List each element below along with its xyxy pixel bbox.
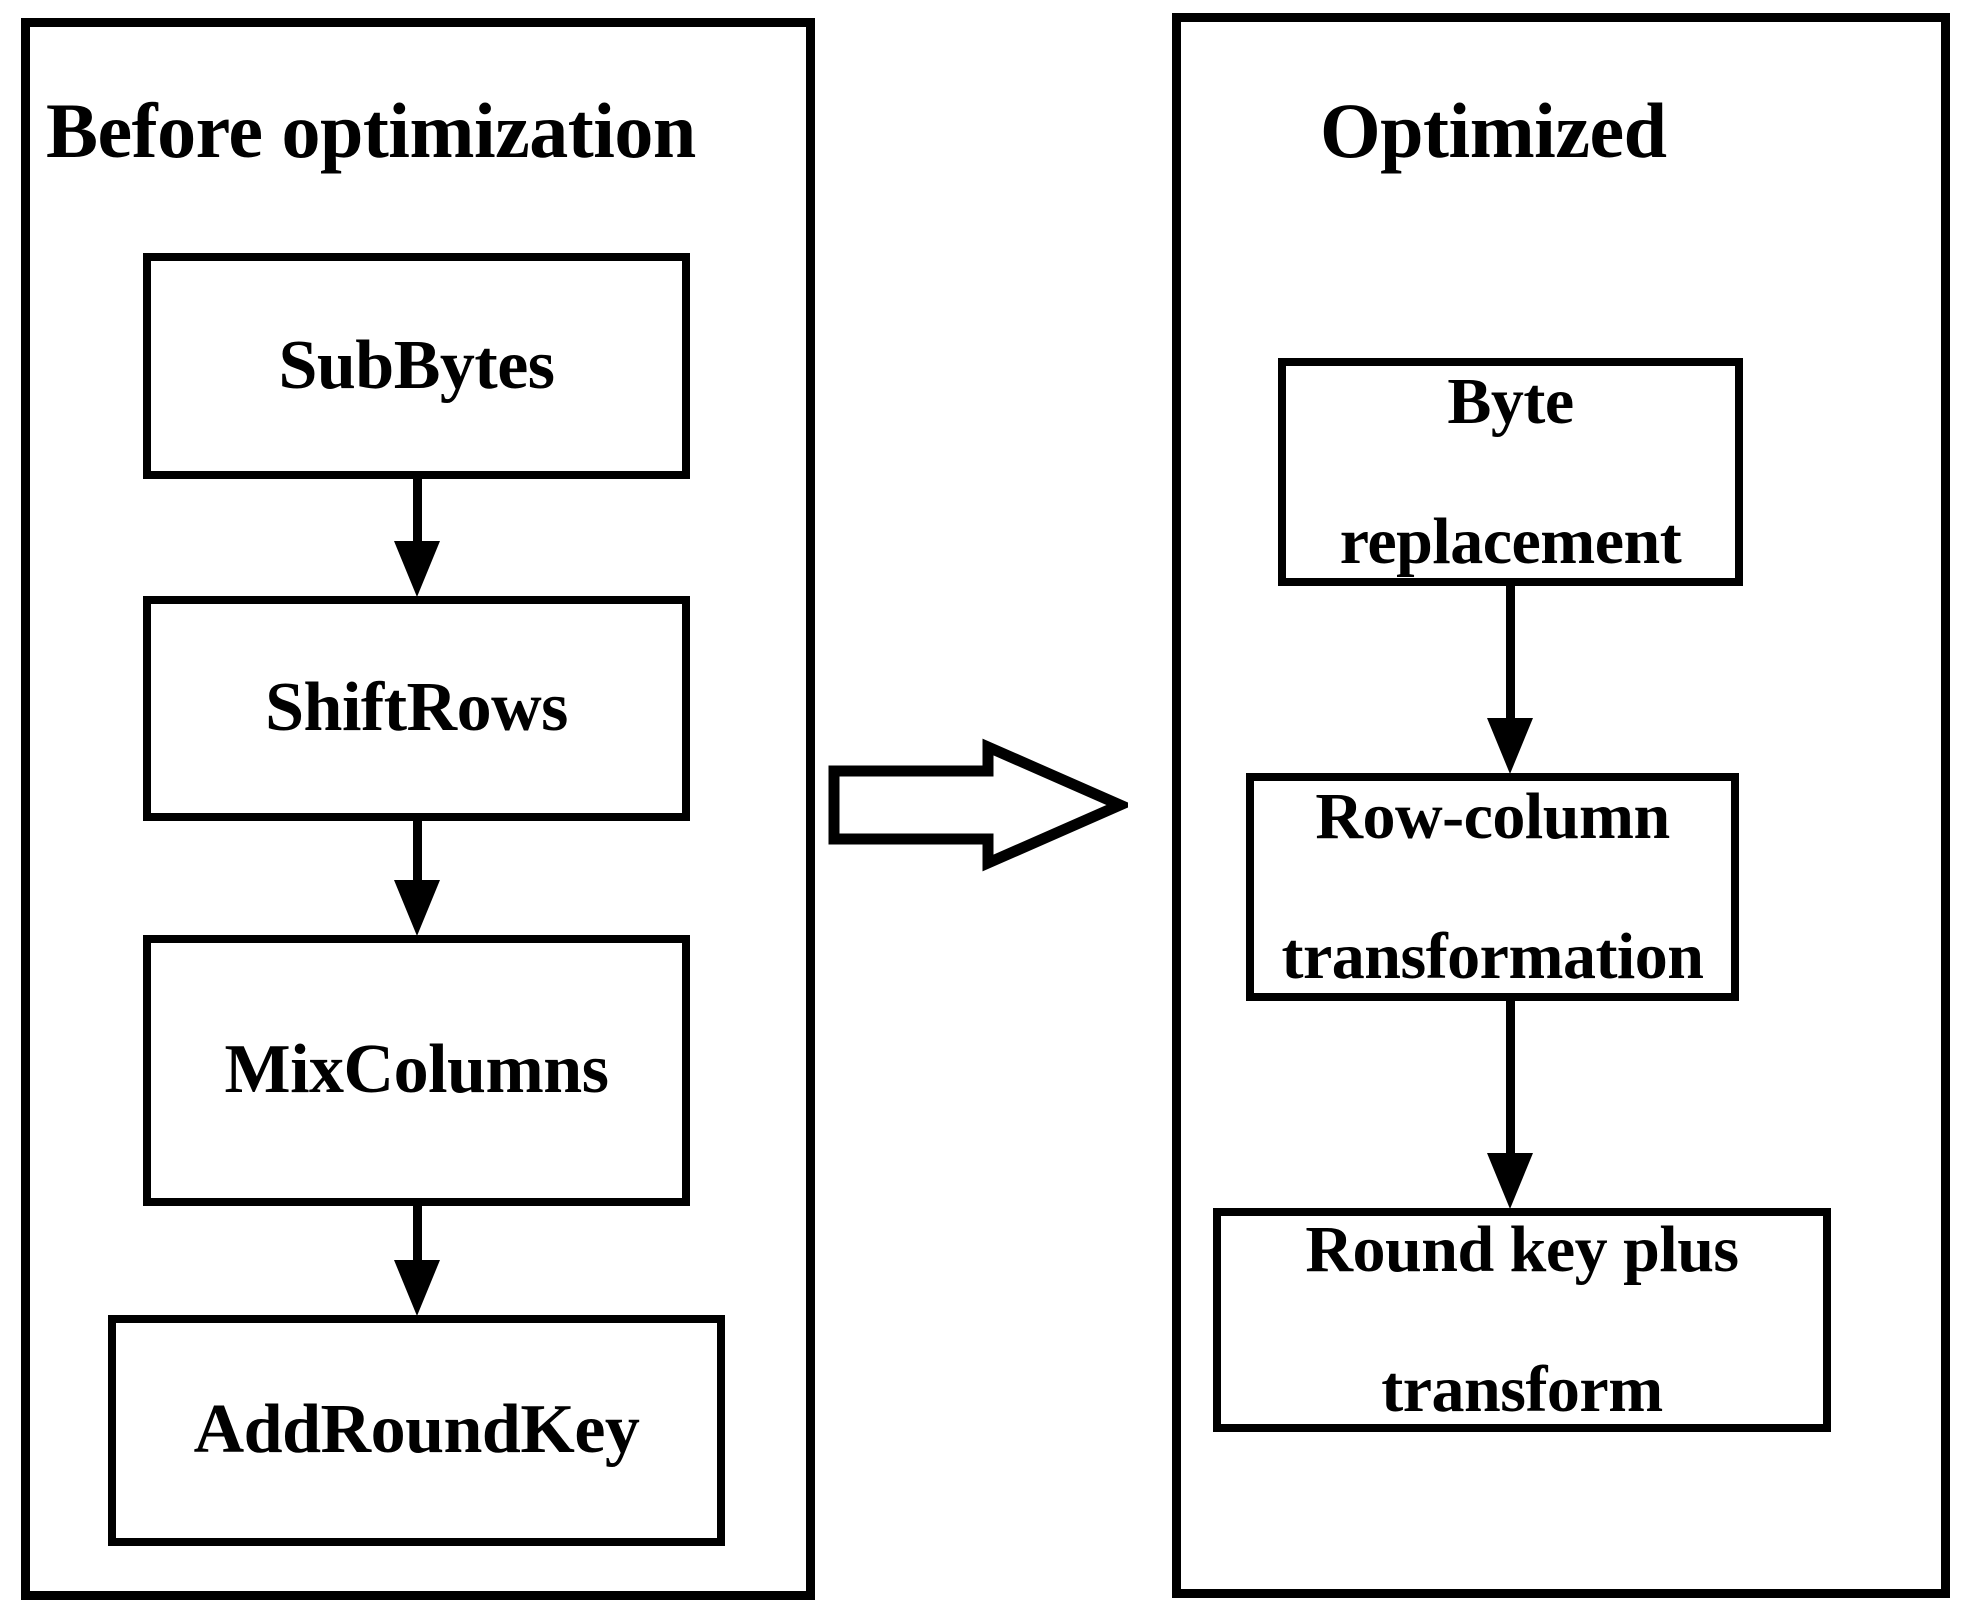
node-row-column-label-line1: Row-column: [1315, 780, 1670, 854]
block-arrow-right-icon: [828, 735, 1128, 875]
node-mixcolumns: MixColumns: [143, 935, 690, 1206]
node-subbytes-label: SubBytes: [278, 326, 555, 404]
arrow-shiftrows-to-mixcolumns: [382, 821, 452, 936]
arrow-shaft: [412, 821, 422, 882]
node-round-key-plus-transform: Round key plus transform: [1213, 1208, 1831, 1432]
node-round-key-label-line2: transform: [1381, 1352, 1663, 1426]
arrow-subbytes-to-shiftrows: [382, 479, 452, 597]
node-subbytes: SubBytes: [143, 253, 690, 479]
node-shiftrows: ShiftRows: [143, 596, 690, 821]
node-addroundkey: AddRoundKey: [108, 1315, 725, 1546]
node-byte-replacement-label: Byte replacement: [1324, 367, 1697, 577]
node-row-column-label: Row-column transformation: [1266, 782, 1720, 992]
arrow-head-down-icon: [1487, 1153, 1533, 1209]
node-round-key-label-line1: Round key plus: [1305, 1213, 1739, 1287]
arrow-head-down-icon: [394, 1260, 440, 1316]
arrow-byte-replacement-to-row-column: [1475, 586, 1545, 774]
arrow-shaft: [1505, 1001, 1515, 1155]
arrow-head-down-icon: [1487, 718, 1533, 774]
arrow-shaft: [412, 1206, 422, 1262]
panel-title-optimized: Optimized: [1320, 87, 1667, 174]
arrow-head-down-icon: [394, 880, 440, 936]
panel-title-before-optimization: Before optimization: [46, 87, 696, 174]
arrow-shaft: [412, 479, 422, 543]
arrow-row-column-to-round-key: [1475, 1001, 1545, 1209]
node-byte-replacement-label-line1: Byte: [1447, 365, 1574, 439]
node-round-key-label: Round key plus transform: [1289, 1215, 1754, 1425]
arrow-shaft: [1505, 586, 1515, 720]
node-row-column-label-line2: transformation: [1281, 919, 1704, 993]
node-mixcolumns-label: MixColumns: [224, 1031, 609, 1109]
node-byte-replacement-label-line2: replacement: [1339, 504, 1682, 578]
arrow-head-down-icon: [394, 541, 440, 597]
node-shiftrows-label: ShiftRows: [265, 669, 568, 747]
arrow-mixcolumns-to-addroundkey: [382, 1206, 452, 1316]
node-row-column-transformation: Row-column transformation: [1246, 773, 1739, 1001]
node-addroundkey-label: AddRoundKey: [193, 1391, 640, 1469]
node-byte-replacement: Byte replacement: [1278, 358, 1743, 586]
